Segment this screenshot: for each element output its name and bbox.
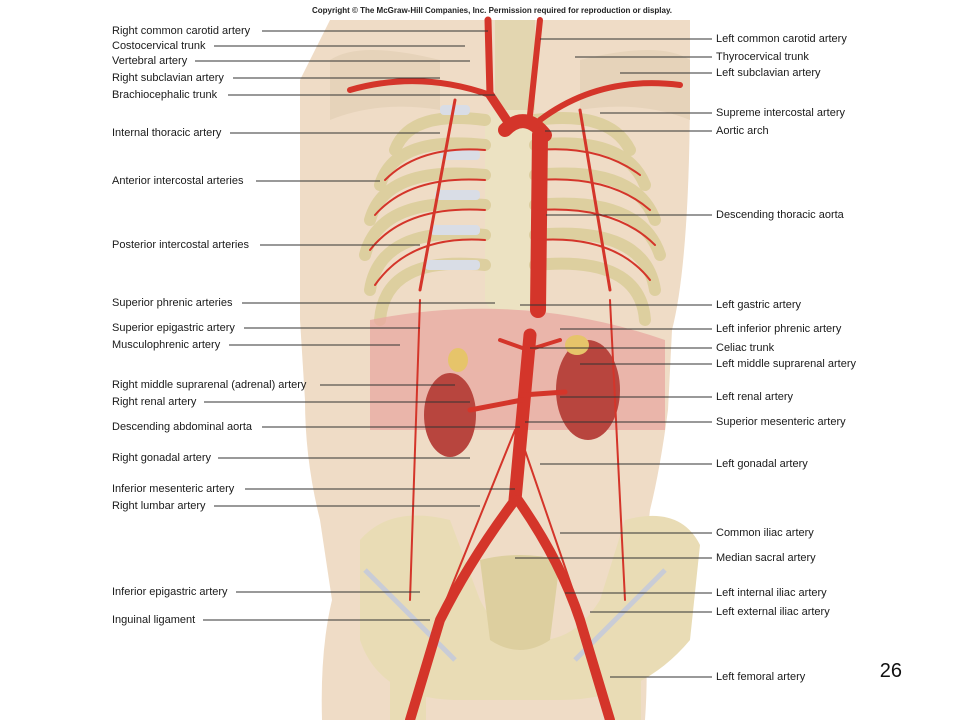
right-label-11: Superior mesenteric artery (716, 416, 846, 428)
costal-cartilages (425, 105, 480, 270)
left-label-9: Superior epigastric artery (112, 322, 235, 334)
left-label-2: Vertebral artery (112, 55, 188, 67)
left-label-15: Inferior mesenteric artery (112, 483, 235, 495)
right-label-12: Left gonadal artery (716, 458, 808, 470)
left-label-8: Superior phrenic arteries (112, 297, 233, 309)
copyright-notice: Copyright © The McGraw-Hill Companies, I… (312, 6, 673, 15)
right-adrenal (448, 348, 468, 372)
right-label-5: Descending thoracic aorta (716, 209, 844, 221)
right-gonadal (429, 429, 516, 641)
right-label-15: Left internal iliac artery (716, 587, 827, 599)
left-label-3: Right subclavian artery (112, 72, 224, 84)
left-label-12: Right renal artery (112, 396, 197, 408)
left-label-14: Right gonadal artery (112, 452, 212, 464)
left-label-17: Inferior epigastric artery (112, 586, 228, 598)
cervical-spine (495, 20, 535, 110)
left-label-4: Brachiocephalic trunk (112, 89, 218, 101)
left-label-11: Right middle suprarenal (adrenal) artery (112, 379, 307, 391)
left-label-18: Inguinal ligament (112, 614, 196, 626)
sternum (485, 110, 535, 310)
right-label-6: Left gastric artery (716, 299, 801, 311)
left-label-13: Descending abdominal aorta (112, 421, 253, 433)
right-kidney (424, 373, 476, 457)
right-leader-lines (515, 38, 712, 678)
right-label-13: Common iliac artery (716, 527, 814, 539)
right-label-16: Left external iliac artery (716, 606, 830, 618)
right-label-10: Left renal artery (716, 391, 794, 403)
left-label-6: Anterior intercostal arteries (112, 175, 244, 187)
right-label-17: Left femoral artery (716, 671, 806, 683)
right-label-4: Aortic arch (716, 125, 769, 137)
right-common-iliac (405, 495, 520, 720)
left-leader-lines (195, 30, 520, 621)
left-gonadal (517, 429, 591, 641)
descending-abdominal-aorta (508, 328, 537, 507)
right-common-carotid (484, 16, 494, 99)
right-label-0: Left common carotid artery (716, 33, 847, 45)
right-label-8: Celiac trunk (716, 342, 775, 354)
right-inguinal-ligament (363, 568, 457, 662)
left-label-5: Internal thoracic artery (112, 127, 222, 139)
left-internal-thoracic (578, 108, 612, 292)
right-label-14: Median sacral artery (716, 552, 816, 564)
page-number: 26 (879, 660, 902, 682)
left-label-7: Posterior intercostal arteries (112, 239, 249, 251)
ribs (359, 112, 666, 326)
left-label-10: Musculophrenic artery (112, 339, 221, 351)
right-label-3: Supreme intercostal artery (716, 107, 845, 119)
right-label-9: Left middle suprarenal artery (716, 358, 857, 370)
left-common-carotid (527, 17, 543, 118)
left-renal (519, 389, 568, 398)
arteries (347, 16, 683, 720)
right-label-7: Left inferior phrenic artery (716, 323, 842, 335)
left-adrenal (565, 335, 589, 355)
right-label-2: Left subclavian artery (716, 67, 821, 79)
right-internal-thoracic (418, 98, 457, 292)
left-subclavian (537, 80, 683, 123)
right-renal (467, 397, 525, 413)
left-label-16: Right lumbar artery (112, 500, 206, 512)
left-label-0: Right common carotid artery (112, 25, 251, 37)
right-subclavian (347, 78, 493, 98)
left-kidney (556, 340, 620, 440)
epigastric-vessels (409, 299, 626, 601)
right-label-1: Thyrocervical trunk (716, 51, 809, 63)
left-common-iliac (513, 495, 615, 720)
left-label-1: Costocervical trunk (112, 40, 206, 52)
descending-thoracic-aorta (530, 127, 548, 318)
sacrum (480, 555, 560, 650)
